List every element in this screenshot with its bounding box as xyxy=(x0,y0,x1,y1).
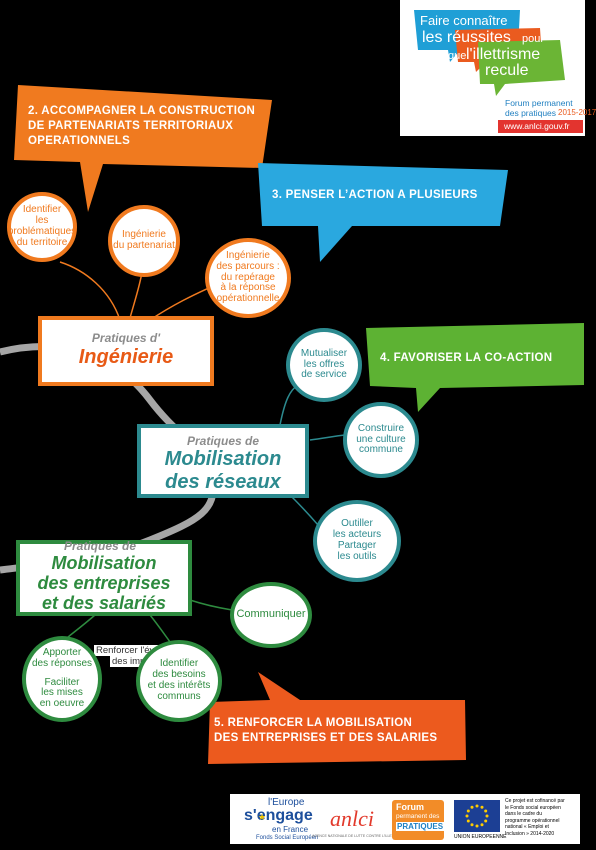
box-reseaux: Pratiques de Mobilisation des réseaux xyxy=(137,424,309,498)
circle-culture: Construire une culture commune xyxy=(343,402,419,478)
box-ingenierie: Pratiques d' Ingénierie xyxy=(38,316,214,386)
box-reseaux-title2: des réseaux xyxy=(165,471,281,493)
europe-logo-line2: s'engage xyxy=(244,807,313,824)
header-logo-panel: Faire connaître les réussites pour que l… xyxy=(400,0,596,136)
europe-logo-line1: l'Europe xyxy=(268,797,305,808)
circle-mutualiser: Mutualiser les offres de service xyxy=(286,328,362,402)
callout-2-shape xyxy=(14,85,272,212)
forum-logo-line1: Forum xyxy=(396,802,424,812)
circle-communiquer: Communiquer xyxy=(230,582,312,648)
connector-ingenierie-problematiques xyxy=(59,261,121,321)
box-reseaux-title1: Mobilisation xyxy=(164,448,282,470)
logo-line4: recule xyxy=(485,62,529,79)
box-entreprises-title2: des entreprises xyxy=(37,573,171,593)
logo-url[interactable]: www.anlci.gouv.fr xyxy=(504,121,570,131)
box-reseaux-prefix: Pratiques de xyxy=(186,434,260,448)
circle-partenariat: Ingénierie du partenariat xyxy=(108,205,180,277)
logo-forum2: des pratiques xyxy=(505,108,557,118)
box-entreprises: Pratiques de Mobilisation des entreprise… xyxy=(16,539,192,616)
box-ingenierie-prefix: Pratiques d' xyxy=(91,331,161,345)
callout-5-line2: DES ENTREPRISES ET DES SALARIES xyxy=(214,732,438,744)
footer-logo-strip: l'Europe s'engage en France Fonds Social… xyxy=(230,794,580,844)
callout-3-shape xyxy=(258,163,508,262)
url-bar xyxy=(498,120,583,133)
callout-2-line3: OPERATIONNELS xyxy=(28,135,131,147)
callout-4-shape xyxy=(366,323,584,412)
europe-logo-line3: en France xyxy=(272,825,309,834)
eu-flag xyxy=(454,800,500,832)
text-renforcer-evaluation: Renforcer l'évaluation xyxy=(94,645,190,656)
forum-logo-line3: PRATIQUES xyxy=(396,822,445,831)
callout-5-shape xyxy=(208,672,466,764)
callout-2-line1: 2. ACCOMPAGNER LA CONSTRUCTION xyxy=(28,105,256,117)
callout-5-line1: 5. RENFORCER LA MOBILISATION xyxy=(214,717,413,729)
circle-reponses: Apporter des réponses Faciliter les mise… xyxy=(22,636,102,722)
speech-bubbles-logo xyxy=(414,10,565,96)
star-icon: ★ xyxy=(258,812,267,822)
fse-label: Fonds Social Européen xyxy=(256,835,319,841)
circle-parcours: Ingénierie des parcours : du repérage à … xyxy=(205,238,291,318)
logo-years: 2015-2017 xyxy=(558,108,596,117)
callout-2-line2: DE PARTENARIATS TERRITORIAUX xyxy=(28,120,234,132)
box-entreprises-prefix: Pratiques de xyxy=(64,539,137,553)
eu-stars-icon xyxy=(465,804,489,828)
callout-3-text: 3. PENSER L’ACTION A PLUSIEURS xyxy=(272,189,478,201)
logo-line3a: que xyxy=(448,50,467,62)
box-entreprises-title1: Mobilisation xyxy=(51,553,157,573)
connector-reseaux-culture xyxy=(309,434,346,441)
logo-line1: Faire connaître xyxy=(420,13,508,28)
forum-logo-line2: permanent des xyxy=(396,813,440,820)
anlci-logo: anlci xyxy=(330,806,374,831)
logo-line2a: les réussites xyxy=(422,29,511,46)
connector-entreprises-communiquer xyxy=(189,599,233,611)
callout-4-text: 4. FAVORISER LA CO-ACTION xyxy=(380,352,553,364)
circle-besoins: Identifier des besoins et des intérêts c… xyxy=(136,640,222,722)
forum-logo-bg xyxy=(392,800,444,840)
eu-label: UNION EUROPEENNE xyxy=(454,834,507,840)
circle-outiller: Outiller les acteurs Partager les outils xyxy=(313,500,401,582)
logo-line2b: pour xyxy=(522,33,545,45)
text-des-impacts: des impacts xyxy=(110,656,165,667)
box-ingenierie-title: Ingénierie xyxy=(78,346,174,368)
logo-line3b: l'illettrisme xyxy=(466,46,541,63)
box-entreprises-title3: et des salariés xyxy=(41,593,167,613)
circle-problematiques: Identifier les problématiques du territo… xyxy=(7,192,77,262)
logo-forum1: Forum permanent xyxy=(505,98,573,108)
anlci-sub: AGENCE NATIONALE DE LUTTE CONTRE L'ILLET… xyxy=(312,834,408,838)
cofinance-note: Ce projet est cofinancé par le Fonds soc… xyxy=(505,798,565,837)
